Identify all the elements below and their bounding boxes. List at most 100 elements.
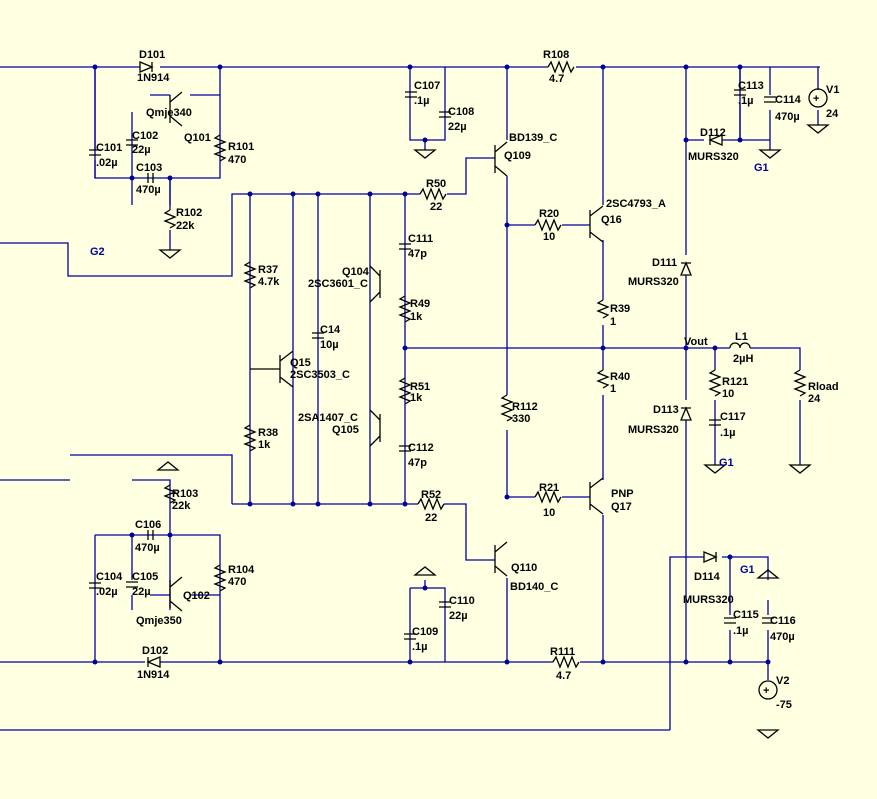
- label-c113: C113: [738, 80, 764, 92]
- label-r21: R21: [539, 482, 559, 494]
- label-q110: Q110: [511, 562, 537, 574]
- label-r51: R51: [410, 381, 430, 393]
- resistor-r39-symbol: [596, 299, 610, 319]
- resistor-r108-symbol: [547, 60, 575, 74]
- svg-text:+: +: [813, 93, 819, 105]
- label-c103-value: 470µ: [136, 184, 161, 196]
- diode-d114-symbol: [703, 551, 718, 563]
- label-2sa1407: 2SA1407_C: [298, 412, 358, 424]
- label-qmje340: Qmje340: [146, 107, 192, 119]
- label-c106-value: 470µ: [135, 542, 160, 554]
- label-c111: C111: [408, 233, 433, 245]
- resistor-r112-symbol: [500, 394, 514, 422]
- label-vout: Vout: [684, 336, 708, 348]
- label-r39: R39: [610, 303, 630, 315]
- label-r49: R49: [410, 298, 430, 310]
- label-c105: C105: [132, 571, 158, 583]
- label-q101: Q101: [184, 132, 211, 144]
- label-v1-value: 24: [826, 108, 839, 120]
- resistor-r52-symbol: [417, 497, 445, 511]
- ground-symbols: [156, 124, 830, 739]
- label-g1-top: G1: [754, 162, 769, 174]
- label-r40: R40: [610, 371, 630, 383]
- label-r49-value: 1k: [410, 311, 423, 323]
- label-c102-value: 22µ: [132, 144, 151, 156]
- resistor-r20-symbol: [534, 218, 562, 232]
- resistor-r50-symbol: [419, 187, 447, 201]
- label-c104: C104: [96, 571, 123, 583]
- label-r108-value: 4.7: [549, 73, 564, 85]
- label-c14-value: 10µ: [320, 339, 339, 351]
- label-2sc3601: 2SC3601_C: [308, 278, 368, 290]
- label-pnp: PNP: [611, 488, 634, 500]
- label-c112: C112: [408, 442, 434, 454]
- diode-d102-symbol: [146, 656, 161, 668]
- label-c114-value: 470µ: [775, 111, 800, 123]
- resistor-r37-symbol: [243, 261, 257, 289]
- label-c111-value: 47p: [408, 248, 427, 260]
- label-q17: Q17: [611, 501, 632, 513]
- voltage-source-v2-symbol: +: [758, 680, 778, 700]
- label-d114-value: MURS320: [683, 594, 734, 606]
- label-bd140: BD140_C: [510, 581, 558, 593]
- label-r37: R37: [258, 264, 278, 276]
- label-l1-value: 2µH: [733, 353, 753, 365]
- label-c104-value: .02µ: [96, 586, 118, 598]
- diode-d112-symbol: [708, 134, 723, 146]
- label-r101: R101: [228, 141, 254, 153]
- label-c113-value: .1µ: [738, 95, 754, 107]
- component-labels: D101 1N914 R108 4.7 Qmje340 Q101 C102 22…: [90, 49, 839, 711]
- label-r108: R108: [543, 49, 569, 61]
- label-c109: C109: [412, 626, 438, 638]
- label-r102: R102: [176, 207, 202, 219]
- resistor-r102-symbol: [163, 209, 177, 229]
- label-c117: C117: [720, 411, 746, 423]
- label-c116-value: 470µ: [770, 631, 795, 643]
- label-v1: V1: [826, 84, 839, 96]
- diode-d101-symbol: [139, 61, 154, 73]
- label-c14: C14: [320, 324, 341, 336]
- label-c105-value: 22µ: [132, 586, 151, 598]
- label-c114: C114: [775, 94, 802, 106]
- label-c108: C108: [448, 106, 474, 118]
- label-d112: D112: [700, 127, 726, 139]
- label-q16: Q16: [601, 214, 622, 226]
- label-c116: C116: [770, 615, 796, 627]
- voltage-source-v1-symbol: +: [808, 88, 828, 108]
- label-r20: R20: [539, 208, 559, 220]
- inductor-l1-symbol: [729, 342, 751, 349]
- label-r50: R50: [426, 178, 446, 190]
- label-g2: G2: [90, 246, 105, 258]
- label-r111-value: 4.7: [556, 670, 571, 682]
- label-d113: D113: [653, 404, 679, 416]
- label-2sc3503: 2SC3503_C: [290, 369, 350, 381]
- label-r50-value: 22: [430, 201, 442, 213]
- label-c107-value: .1µ: [414, 95, 430, 107]
- resistor-r101-symbol: [213, 134, 227, 162]
- label-r101-value: 470: [228, 154, 246, 166]
- label-v2: V2: [776, 675, 789, 687]
- label-r112-value: 330: [512, 413, 530, 425]
- label-c109-value: .1µ: [412, 641, 428, 653]
- resistor-r121-symbol: [708, 369, 722, 397]
- label-g1-bottom: G1: [740, 564, 755, 576]
- label-d111-value: MURS320: [628, 276, 679, 288]
- transistors: [169, 91, 604, 612]
- label-r111: R111: [550, 646, 575, 658]
- label-c107: C107: [414, 80, 440, 92]
- label-d102: D102: [142, 645, 168, 657]
- resistor-r21-symbol: [534, 490, 562, 504]
- label-c101-value: .02µ: [96, 157, 118, 169]
- label-r103: R103: [172, 488, 198, 500]
- resistor-r111-symbol: [552, 655, 580, 669]
- label-l1: L1: [735, 331, 748, 343]
- label-q104: Q104: [342, 266, 370, 278]
- capacitors: [89, 89, 776, 640]
- label-c103: C103: [136, 162, 162, 174]
- components: + +: [89, 60, 830, 739]
- label-c115: C115: [733, 609, 759, 621]
- label-c106: C106: [135, 519, 161, 531]
- label-r38-value: 1k: [258, 439, 271, 451]
- label-d113-value: MURS320: [628, 424, 679, 436]
- label-c102: C102: [132, 130, 158, 142]
